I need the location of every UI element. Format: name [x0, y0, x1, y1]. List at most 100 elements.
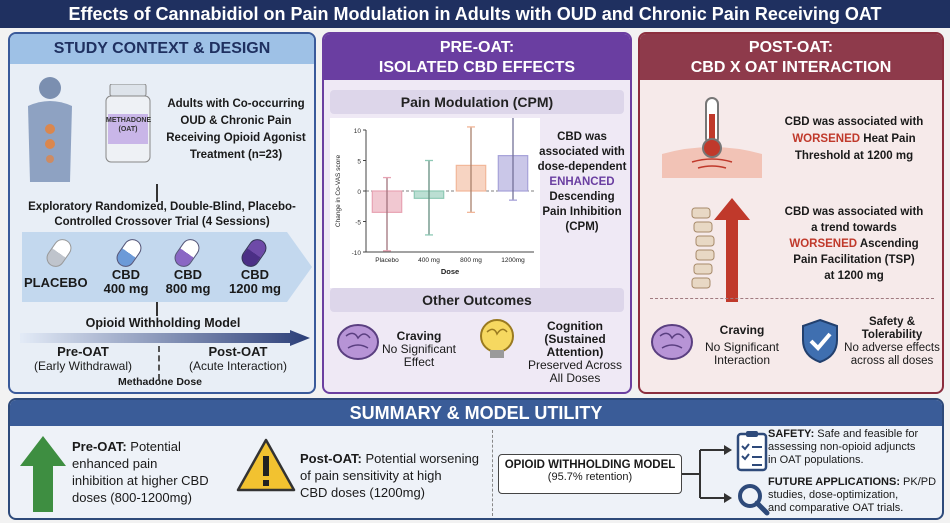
cognition-line: All Doses [549, 371, 601, 385]
post-oat-sub: (Acute Interaction) [188, 359, 288, 373]
pre-oat-panel: PRE-OAT: ISOLATED CBD EFFECTS Pain Modul… [322, 32, 632, 394]
dose-name: CBD [111, 267, 141, 282]
summary-post-line: of pain sensitivity at high [300, 468, 442, 483]
patient-figure-icon [28, 77, 72, 182]
cpm-text: CBD was associated with dose-dependent E… [534, 130, 630, 235]
green-up-arrow-icon [20, 436, 66, 512]
cpm-text-line: associated with [539, 146, 625, 158]
summary-pre-line: doses (800-1200mg) [72, 490, 192, 505]
summary-future-bold: FUTURE APPLICATIONS: [768, 476, 900, 488]
y-tick-label: 0 [357, 189, 361, 196]
summary-future-line: and comparative OAT trials. [768, 502, 904, 514]
design-text: Exploratory Randomized, Double-Blind, Pl… [14, 200, 310, 230]
heat-line-suffix: Heat Pain [860, 133, 916, 145]
x-tick-label: 1200mg [501, 257, 525, 264]
post-oat-header-line-1: POST-OAT: [748, 39, 834, 56]
cognition-title-line: (Sustained [544, 332, 606, 346]
clipboard-checklist-icon [736, 431, 768, 472]
divider-dashed [158, 346, 160, 380]
y-tick-label: 10 [354, 128, 362, 135]
x-tick-label: 800 mg [460, 257, 482, 264]
safety-line: across all doses [850, 355, 934, 367]
dose-name: PLACEBO [24, 275, 88, 290]
pre-oat-header-line-1: PRE-OAT: [439, 39, 515, 56]
tsp-line-suffix: Ascending [857, 238, 919, 250]
summary-safety-line: assessing non-opioid adjuncts [768, 441, 916, 453]
safety-text: Safety & Tolerability No adverse effects… [838, 316, 942, 368]
y-axis-label: Change in Co-VAS score [335, 155, 342, 228]
design-line: Exploratory Randomized, Double-Blind, Pl… [28, 201, 296, 213]
post-craving-line: No Significant [704, 340, 780, 354]
methadone-dose-label: Methadone Dose [117, 376, 202, 388]
bottle-label-line-1: METHADONE [106, 117, 152, 124]
dose-label-400: CBD 400 mg [96, 268, 156, 296]
dose-label-placebo: PLACEBO [24, 275, 88, 290]
methadone-bottle-icon [105, 84, 151, 163]
pre-craving-line: Effect [403, 355, 435, 369]
y-tick-label: -5 [355, 220, 361, 227]
summary-pre-line: enhanced pain [72, 456, 158, 471]
summary-pre-line: Potential [126, 439, 181, 454]
tsp-line: a trend towards [811, 222, 897, 234]
shield-check-icon [802, 318, 838, 364]
divider-dashed [650, 298, 934, 299]
study-context-panel: STUDY CONTEXT & DESIGN METHADONE (OAT) A… [8, 32, 316, 394]
pre-oat-header: PRE-OAT: ISOLATED CBD EFFECTS [324, 34, 630, 80]
pre-craving-line: No Significant [381, 342, 457, 356]
cpm-text-line: Pain Inhibition [542, 206, 622, 218]
heat-line-2: WORSENED Heat Pain [766, 131, 942, 148]
bottle-label: METHADONE (OAT) [106, 116, 152, 134]
connector-line [156, 184, 158, 202]
tsp-line: at 1200 mg [824, 270, 884, 282]
cognition-title-line: Attention) [546, 345, 604, 359]
model-label: Opioid Withholding Model [85, 316, 241, 330]
tsp-worsened-label: WORSENED [789, 238, 858, 250]
timeline-arrow [20, 330, 310, 346]
tsp-line: Pain Facilitation (TSP) [793, 254, 915, 266]
dose-amount: 400 mg [103, 281, 149, 296]
bottle-label-line-2: (OAT) [118, 126, 138, 133]
y-tick-label: -10 [352, 250, 362, 257]
dose-name: CBD [240, 267, 270, 282]
post-craving-title: Craving [719, 323, 765, 337]
summary-header: SUMMARY & MODEL UTILITY [10, 400, 942, 426]
post-craving-line: Interaction [713, 353, 771, 367]
branch-arrows [682, 445, 732, 503]
dose-amount: 800 mg [165, 281, 211, 296]
summary-safety-line: in OAT populations. [768, 454, 864, 466]
post-oat-header-line-2: CBD X OAT INTERACTION [690, 59, 892, 76]
magnifier-icon [738, 484, 770, 516]
summary-pre-line: inhibition at higher CBD [72, 473, 209, 488]
other-outcomes-subheader: Other Outcomes [330, 288, 624, 312]
cognition-title-line: Cognition [547, 319, 603, 333]
summary-safety-line: Safe and feasible for [814, 428, 919, 440]
study-context-header: STUDY CONTEXT & DESIGN [10, 34, 314, 64]
brain-icon [651, 324, 693, 360]
summary-post-bold: Post-OAT: [300, 451, 362, 466]
cpm-subheader: Pain Modulation (CPM) [330, 90, 624, 114]
post-craving-text: Craving No Significant Interaction [694, 324, 790, 367]
summary-future-text: FUTURE APPLICATIONS: PK/PD studies, dose… [768, 476, 942, 515]
summary-pre-bold: Pre-OAT: [72, 439, 127, 454]
population-line: Receiving Opioid Agonist [166, 132, 306, 144]
dose-label-800: CBD 800 mg [158, 268, 218, 296]
heat-line: Threshold at 1200 mg [794, 150, 914, 162]
population-line: OUD & Chronic Pain [180, 115, 292, 127]
pre-oat-timeline-label: Pre-OAT (Early Withdrawal) [18, 344, 148, 373]
pre-oat-sub: (Early Withdrawal) [33, 359, 132, 373]
summary-panel: SUMMARY & MODEL UTILITY Pre-OAT: Potenti… [8, 398, 944, 520]
brain-icon [337, 324, 379, 360]
dose-arrow-band [22, 232, 312, 302]
safety-title-line: Tolerability [861, 329, 923, 341]
cpm-text-line: (CPM) [565, 221, 599, 233]
post-oat-timeline-label: Post-OAT (Acute Interaction) [170, 344, 306, 373]
model-box-retention: (95.7% retention) [547, 471, 633, 483]
design-line: Controlled Crossover Trial (4 Sessions) [54, 216, 270, 228]
population-text: Adults with Co-occurring OUD & Chronic P… [158, 96, 314, 164]
summary-post-line: Potential worsening [361, 451, 479, 466]
summary-safety-bold: SAFETY: [768, 428, 815, 440]
spine-arrow-icon [691, 198, 750, 302]
cognition-text: Cognition (Sustained Attention) Preserve… [520, 320, 630, 385]
